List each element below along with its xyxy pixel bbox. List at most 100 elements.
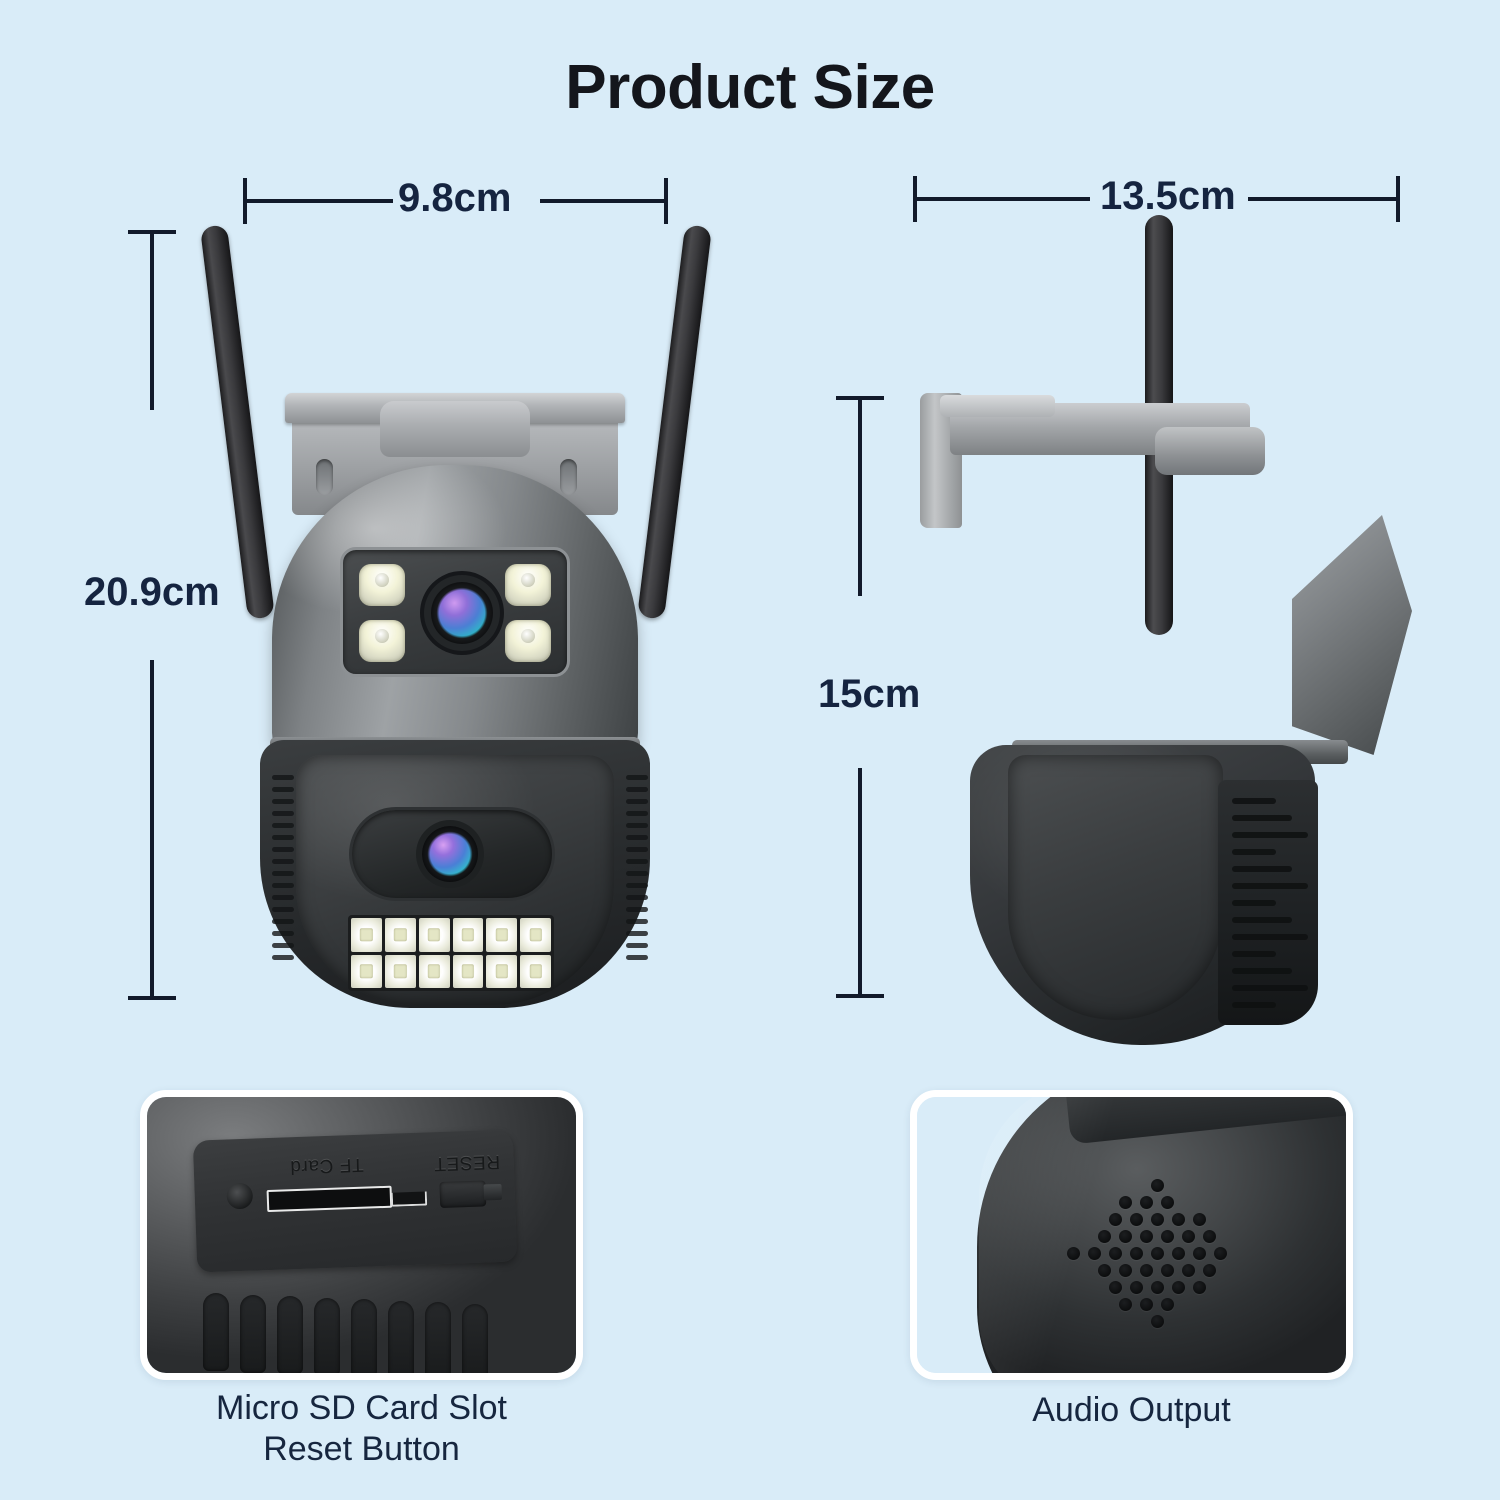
spotlight-led-bottom-right [505, 620, 551, 662]
antenna-left-icon [199, 224, 275, 620]
led-cell [351, 954, 382, 988]
bracket-screw-slot-left [316, 459, 333, 495]
speaker-hole [1172, 1281, 1185, 1294]
ptz-rib [626, 859, 648, 864]
led-cell [384, 918, 416, 952]
vent-slot [203, 1293, 229, 1371]
ptz-rib [272, 847, 294, 852]
speaker-hole [1193, 1281, 1206, 1294]
led-cell [486, 954, 518, 988]
tf-card-slot-tail [390, 1191, 428, 1207]
led-cell [418, 954, 450, 988]
speaker-hole [1151, 1213, 1164, 1226]
side-vent-rib [1232, 1002, 1276, 1008]
ptz-lens-housing [352, 810, 552, 898]
dim-cap-bottom [836, 994, 884, 998]
speaker-hole [1193, 1213, 1206, 1226]
sun-visor [1292, 515, 1412, 755]
ptz-rib [272, 835, 294, 840]
speaker-hole [1140, 1298, 1153, 1311]
ptz-rib [626, 787, 648, 792]
bracket-screw-slot-right [560, 459, 577, 495]
wall-mount-arm-top-face [940, 395, 1055, 417]
led-cell [486, 918, 518, 952]
speaker-hole [1130, 1247, 1143, 1260]
ptz-rib [272, 787, 294, 792]
side-vent-rib [1232, 798, 1276, 804]
spotlight-led-bottom-left [359, 620, 405, 662]
dim-line-top-segment [150, 230, 154, 410]
dim-line-right-segment [1248, 197, 1400, 201]
speaker-hole [1119, 1298, 1132, 1311]
front-view-product-image [199, 215, 730, 1015]
dim-line-bottom-segment [858, 768, 862, 998]
ptz-rib [272, 871, 294, 876]
vent-slot [351, 1299, 377, 1373]
ptz-rib [272, 811, 294, 816]
speaker-hole [1214, 1247, 1227, 1260]
led-floodlight-array [348, 915, 554, 991]
speaker-hole [1119, 1264, 1132, 1277]
ptz-ball-inner [1008, 755, 1223, 1020]
ptz-rib [272, 907, 294, 912]
tf-card-label: TF Card [289, 1153, 364, 1178]
side-height-label: 15cm [818, 672, 921, 716]
speaker-hole [1203, 1264, 1216, 1277]
side-width-label: 13.5cm [1100, 174, 1236, 218]
ptz-rib [626, 931, 648, 936]
vent-slot [425, 1302, 451, 1373]
vent-slot [277, 1296, 303, 1373]
reset-button[interactable] [439, 1180, 487, 1209]
led-cell [452, 918, 484, 952]
speaker-hole [1119, 1230, 1132, 1243]
ptz-rib [272, 823, 294, 828]
speaker-hole [1161, 1230, 1174, 1243]
speaker-grille-icon [1067, 1179, 1237, 1329]
speaker-hole [1193, 1247, 1206, 1260]
speaker-hole [1151, 1179, 1164, 1192]
ptz-rib [272, 943, 294, 948]
dim-line-left-segment [913, 197, 1090, 201]
ptz-rib [626, 811, 648, 816]
ptz-rib [272, 859, 294, 864]
spotlight-led-top-right [505, 564, 551, 606]
top-camera-lens-icon [431, 582, 493, 644]
side-vent-rib [1232, 985, 1308, 991]
ptz-rib [626, 883, 648, 888]
side-vent-rib [1232, 815, 1292, 821]
ptz-rib [626, 871, 648, 876]
speaker-hole [1067, 1247, 1080, 1260]
side-vent-rib [1232, 934, 1308, 940]
speaker-hole [1161, 1196, 1174, 1209]
ptz-rib [272, 883, 294, 888]
dome-collar [1155, 427, 1265, 475]
led-cell [418, 918, 450, 952]
camera-neck-ring [380, 401, 530, 457]
speaker-hole [1151, 1281, 1164, 1294]
speaker-hole [1161, 1264, 1174, 1277]
ptz-rib [626, 799, 648, 804]
dim-line-left-segment [243, 199, 393, 203]
speaker-hole [1140, 1264, 1153, 1277]
vent-slot [314, 1297, 340, 1373]
speaker-hole [1203, 1230, 1216, 1243]
side-vent-rib [1232, 832, 1308, 838]
ptz-rib [626, 895, 648, 900]
speaker-hole [1172, 1213, 1185, 1226]
dim-line-bottom-segment [150, 660, 154, 1000]
side-vent-rib [1232, 917, 1292, 923]
front-width-label: 9.8cm [398, 176, 512, 220]
vent-slot [388, 1300, 414, 1373]
vent-slot [240, 1294, 266, 1373]
top-lens-module [340, 547, 570, 677]
page-title: Product Size [565, 53, 935, 122]
ptz-rib [272, 919, 294, 924]
speaker-hole [1098, 1264, 1111, 1277]
inset-sd-caption: Micro SD Card Slot Reset Button [216, 1389, 507, 1469]
speaker-hole [1130, 1281, 1143, 1294]
front-height-label: 20.9cm [84, 570, 220, 614]
led-cell [452, 954, 484, 988]
antenna-right-icon [637, 224, 713, 620]
dim-cap-right [664, 178, 668, 224]
